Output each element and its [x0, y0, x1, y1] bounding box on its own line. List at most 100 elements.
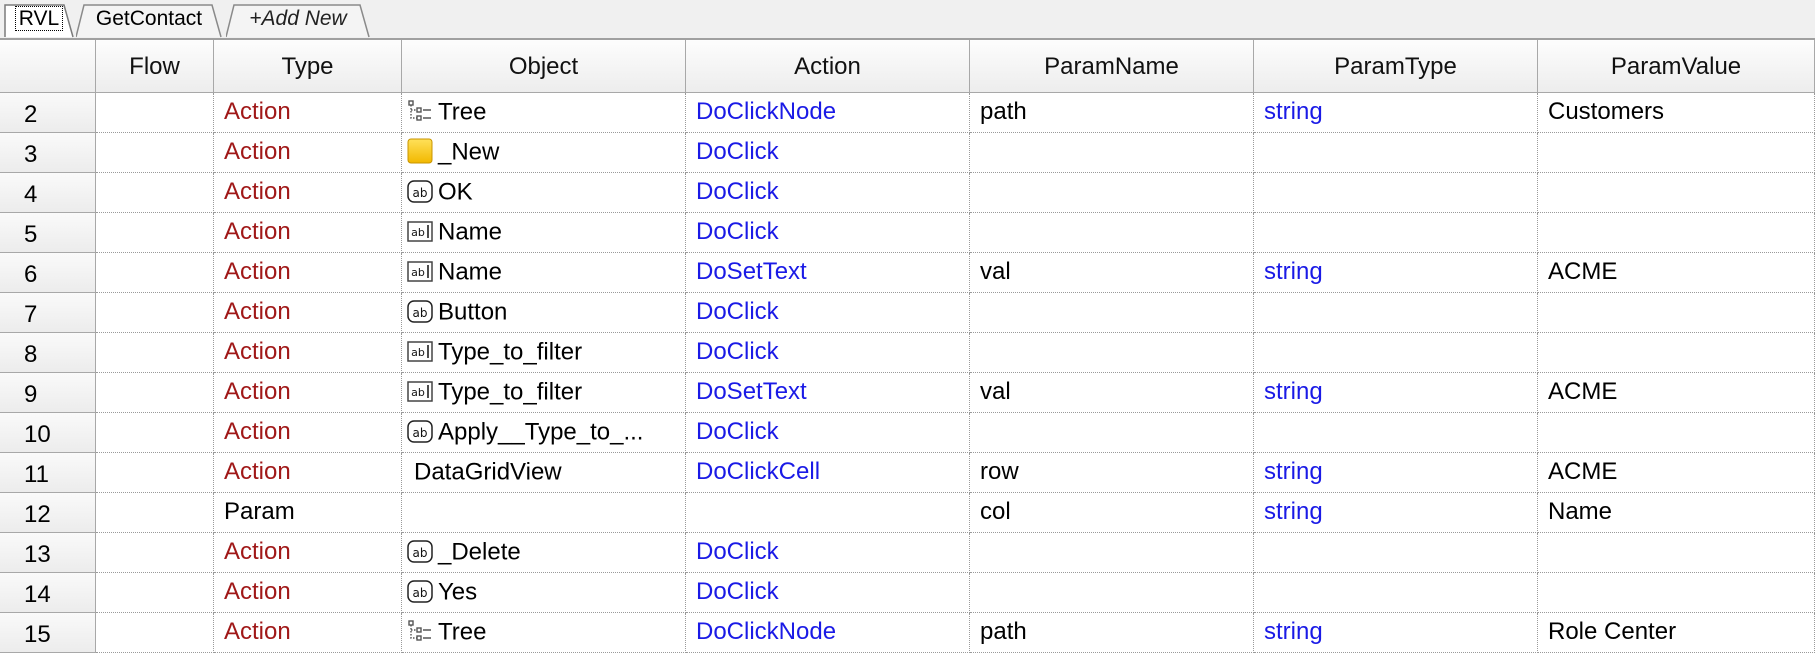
row-number[interactable]: 15: [0, 613, 96, 653]
cell-param-name[interactable]: [970, 533, 1254, 573]
column-header-object[interactable]: Object: [402, 40, 686, 93]
cell-action[interactable]: DoClick: [686, 213, 970, 253]
script-grid[interactable]: Flow Type Object Action ParamName ParamT…: [0, 40, 1815, 659]
cell-param-value[interactable]: Name: [1538, 493, 1815, 533]
cell-action[interactable]: DoClickNode: [686, 613, 970, 653]
cell-param-type[interactable]: [1254, 173, 1538, 213]
column-header-paramvalue[interactable]: ParamValue: [1538, 40, 1815, 93]
row-number[interactable]: 2: [0, 93, 96, 133]
cell-action[interactable]: DoClick: [686, 533, 970, 573]
cell-action[interactable]: DoClick: [686, 173, 970, 213]
cell-object[interactable]: Tree: [402, 93, 686, 133]
cell-action[interactable]: DoClick: [686, 573, 970, 613]
cell-flow[interactable]: [96, 373, 214, 413]
cell-param-type[interactable]: [1254, 213, 1538, 253]
cell-param-type[interactable]: string: [1254, 613, 1538, 653]
cell-type[interactable]: Action: [214, 333, 402, 373]
cell-flow[interactable]: [96, 413, 214, 453]
corner-header[interactable]: [0, 40, 96, 93]
column-header-paramtype[interactable]: ParamType: [1254, 40, 1538, 93]
cell-param-name[interactable]: row: [970, 453, 1254, 493]
cell-flow[interactable]: [96, 533, 214, 573]
cell-flow[interactable]: [96, 133, 214, 173]
cell-type[interactable]: Action: [214, 613, 402, 653]
row-number[interactable]: 3: [0, 133, 96, 173]
cell-param-type[interactable]: [1254, 133, 1538, 173]
column-header-type[interactable]: Type: [214, 40, 402, 93]
cell-param-value[interactable]: Role Center: [1538, 613, 1815, 653]
cell-action[interactable]: DoClickNode: [686, 93, 970, 133]
row-number[interactable]: 10: [0, 413, 96, 453]
tab-rvl[interactable]: RVL: [4, 2, 74, 38]
cell-param-value[interactable]: ACME: [1538, 453, 1815, 493]
cell-param-type[interactable]: [1254, 573, 1538, 613]
cell-param-name[interactable]: [970, 293, 1254, 333]
cell-flow[interactable]: [96, 573, 214, 613]
cell-param-name[interactable]: path: [970, 613, 1254, 653]
row-number[interactable]: 7: [0, 293, 96, 333]
cell-action[interactable]: DoClick: [686, 333, 970, 373]
cell-action[interactable]: DoClick: [686, 293, 970, 333]
cell-type[interactable]: Action: [214, 533, 402, 573]
row-number[interactable]: 4: [0, 173, 96, 213]
cell-type[interactable]: Action: [214, 413, 402, 453]
cell-action[interactable]: DoClick: [686, 133, 970, 173]
cell-param-value[interactable]: ACME: [1538, 373, 1815, 413]
row-number[interactable]: 12: [0, 493, 96, 533]
cell-flow[interactable]: [96, 293, 214, 333]
cell-param-name[interactable]: path: [970, 93, 1254, 133]
cell-param-value[interactable]: [1538, 213, 1815, 253]
cell-param-type[interactable]: [1254, 333, 1538, 373]
cell-param-value[interactable]: [1538, 133, 1815, 173]
row-number[interactable]: 5: [0, 213, 96, 253]
cell-object[interactable]: ab_Delete: [402, 533, 686, 573]
tab-getcontact[interactable]: GetContact: [76, 2, 222, 38]
cell-action[interactable]: [686, 493, 970, 533]
cell-param-type[interactable]: [1254, 293, 1538, 333]
cell-action[interactable]: DoClick: [686, 413, 970, 453]
cell-param-type[interactable]: string: [1254, 253, 1538, 293]
cell-flow[interactable]: [96, 213, 214, 253]
tab-add-new[interactable]: +Add New: [226, 2, 370, 38]
cell-param-name[interactable]: [970, 573, 1254, 613]
cell-param-value[interactable]: [1538, 333, 1815, 373]
cell-param-value[interactable]: [1538, 173, 1815, 213]
cell-type[interactable]: Action: [214, 293, 402, 333]
cell-type[interactable]: Action: [214, 93, 402, 133]
cell-action[interactable]: DoClickCell: [686, 453, 970, 493]
row-number[interactable]: 6: [0, 253, 96, 293]
cell-type[interactable]: Action: [214, 133, 402, 173]
cell-type[interactable]: Action: [214, 573, 402, 613]
cell-param-type[interactable]: [1254, 533, 1538, 573]
cell-object[interactable]: _New: [402, 133, 686, 173]
row-number[interactable]: 9: [0, 373, 96, 413]
cell-param-value[interactable]: [1538, 573, 1815, 613]
cell-param-value[interactable]: Customers: [1538, 93, 1815, 133]
cell-param-value[interactable]: ACME: [1538, 253, 1815, 293]
cell-param-value[interactable]: [1538, 533, 1815, 573]
cell-param-type[interactable]: string: [1254, 373, 1538, 413]
cell-param-name[interactable]: [970, 133, 1254, 173]
cell-type[interactable]: Param: [214, 493, 402, 533]
cell-flow[interactable]: [96, 333, 214, 373]
row-number[interactable]: 14: [0, 573, 96, 613]
cell-param-type[interactable]: string: [1254, 493, 1538, 533]
cell-param-value[interactable]: [1538, 293, 1815, 333]
row-number[interactable]: 8: [0, 333, 96, 373]
cell-action[interactable]: DoSetText: [686, 373, 970, 413]
